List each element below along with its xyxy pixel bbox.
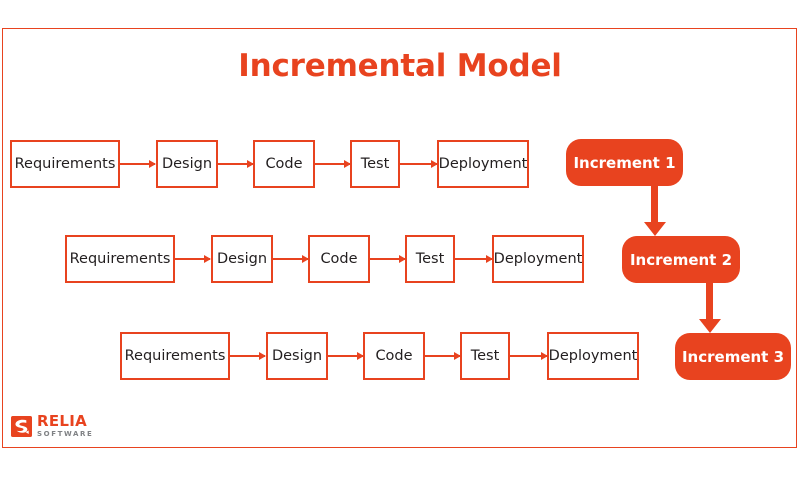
phase-box-requirements-row1[interactable]: Requirements — [10, 140, 120, 188]
phase-box-code-row1[interactable]: Code — [253, 140, 315, 188]
phase-box-deployment-row1[interactable]: Deployment — [437, 140, 529, 188]
phase-box-test-row1[interactable]: Test — [350, 140, 400, 188]
flow-arrow-row2-4 — [455, 254, 493, 263]
phase-box-code-row2[interactable]: Code — [308, 235, 370, 283]
phase-box-test-row3[interactable]: Test — [460, 332, 510, 380]
logo-wordmark: RELIA SOFTWARE — [37, 414, 93, 438]
page-title: Incremental Model — [238, 48, 562, 84]
phase-box-requirements-row3[interactable]: Requirements — [120, 332, 230, 380]
flow-arrow-row3-3 — [425, 351, 461, 360]
flow-arrow-row1-1 — [120, 159, 156, 168]
flow-arrow-row2-3 — [370, 254, 406, 263]
flow-arrow-row1-4 — [400, 159, 438, 168]
increment-pill-3[interactable]: Increment 3 — [675, 333, 791, 380]
relia-s-mark-icon — [11, 415, 32, 437]
relia-software-logo: RELIA SOFTWARE — [11, 414, 93, 438]
phase-box-design-row2[interactable]: Design — [211, 235, 273, 283]
flow-arrow-row3-1 — [230, 351, 266, 360]
flow-arrow-row3-2 — [328, 351, 364, 360]
increment-pill-1[interactable]: Increment 1 — [566, 139, 683, 186]
flow-arrow-row1-2 — [218, 159, 254, 168]
phase-box-code-row3[interactable]: Code — [363, 332, 425, 380]
increment-arrow-1-to-2 — [643, 186, 666, 236]
phase-box-deployment-row2[interactable]: Deployment — [492, 235, 584, 283]
flow-arrow-row3-4 — [510, 351, 548, 360]
flow-arrow-row1-3 — [315, 159, 351, 168]
flow-arrow-row2-1 — [175, 254, 211, 263]
flow-arrow-row2-2 — [273, 254, 309, 263]
phase-box-deployment-row3[interactable]: Deployment — [547, 332, 639, 380]
phase-box-requirements-row2[interactable]: Requirements — [65, 235, 175, 283]
logo-primary-text: RELIA — [37, 412, 88, 430]
phase-box-design-row1[interactable]: Design — [156, 140, 218, 188]
phase-box-test-row2[interactable]: Test — [405, 235, 455, 283]
logo-secondary-text: SOFTWARE — [37, 430, 94, 438]
increment-pill-2[interactable]: Increment 2 — [622, 236, 740, 283]
phase-box-design-row3[interactable]: Design — [266, 332, 328, 380]
increment-arrow-2-to-3 — [698, 283, 721, 333]
